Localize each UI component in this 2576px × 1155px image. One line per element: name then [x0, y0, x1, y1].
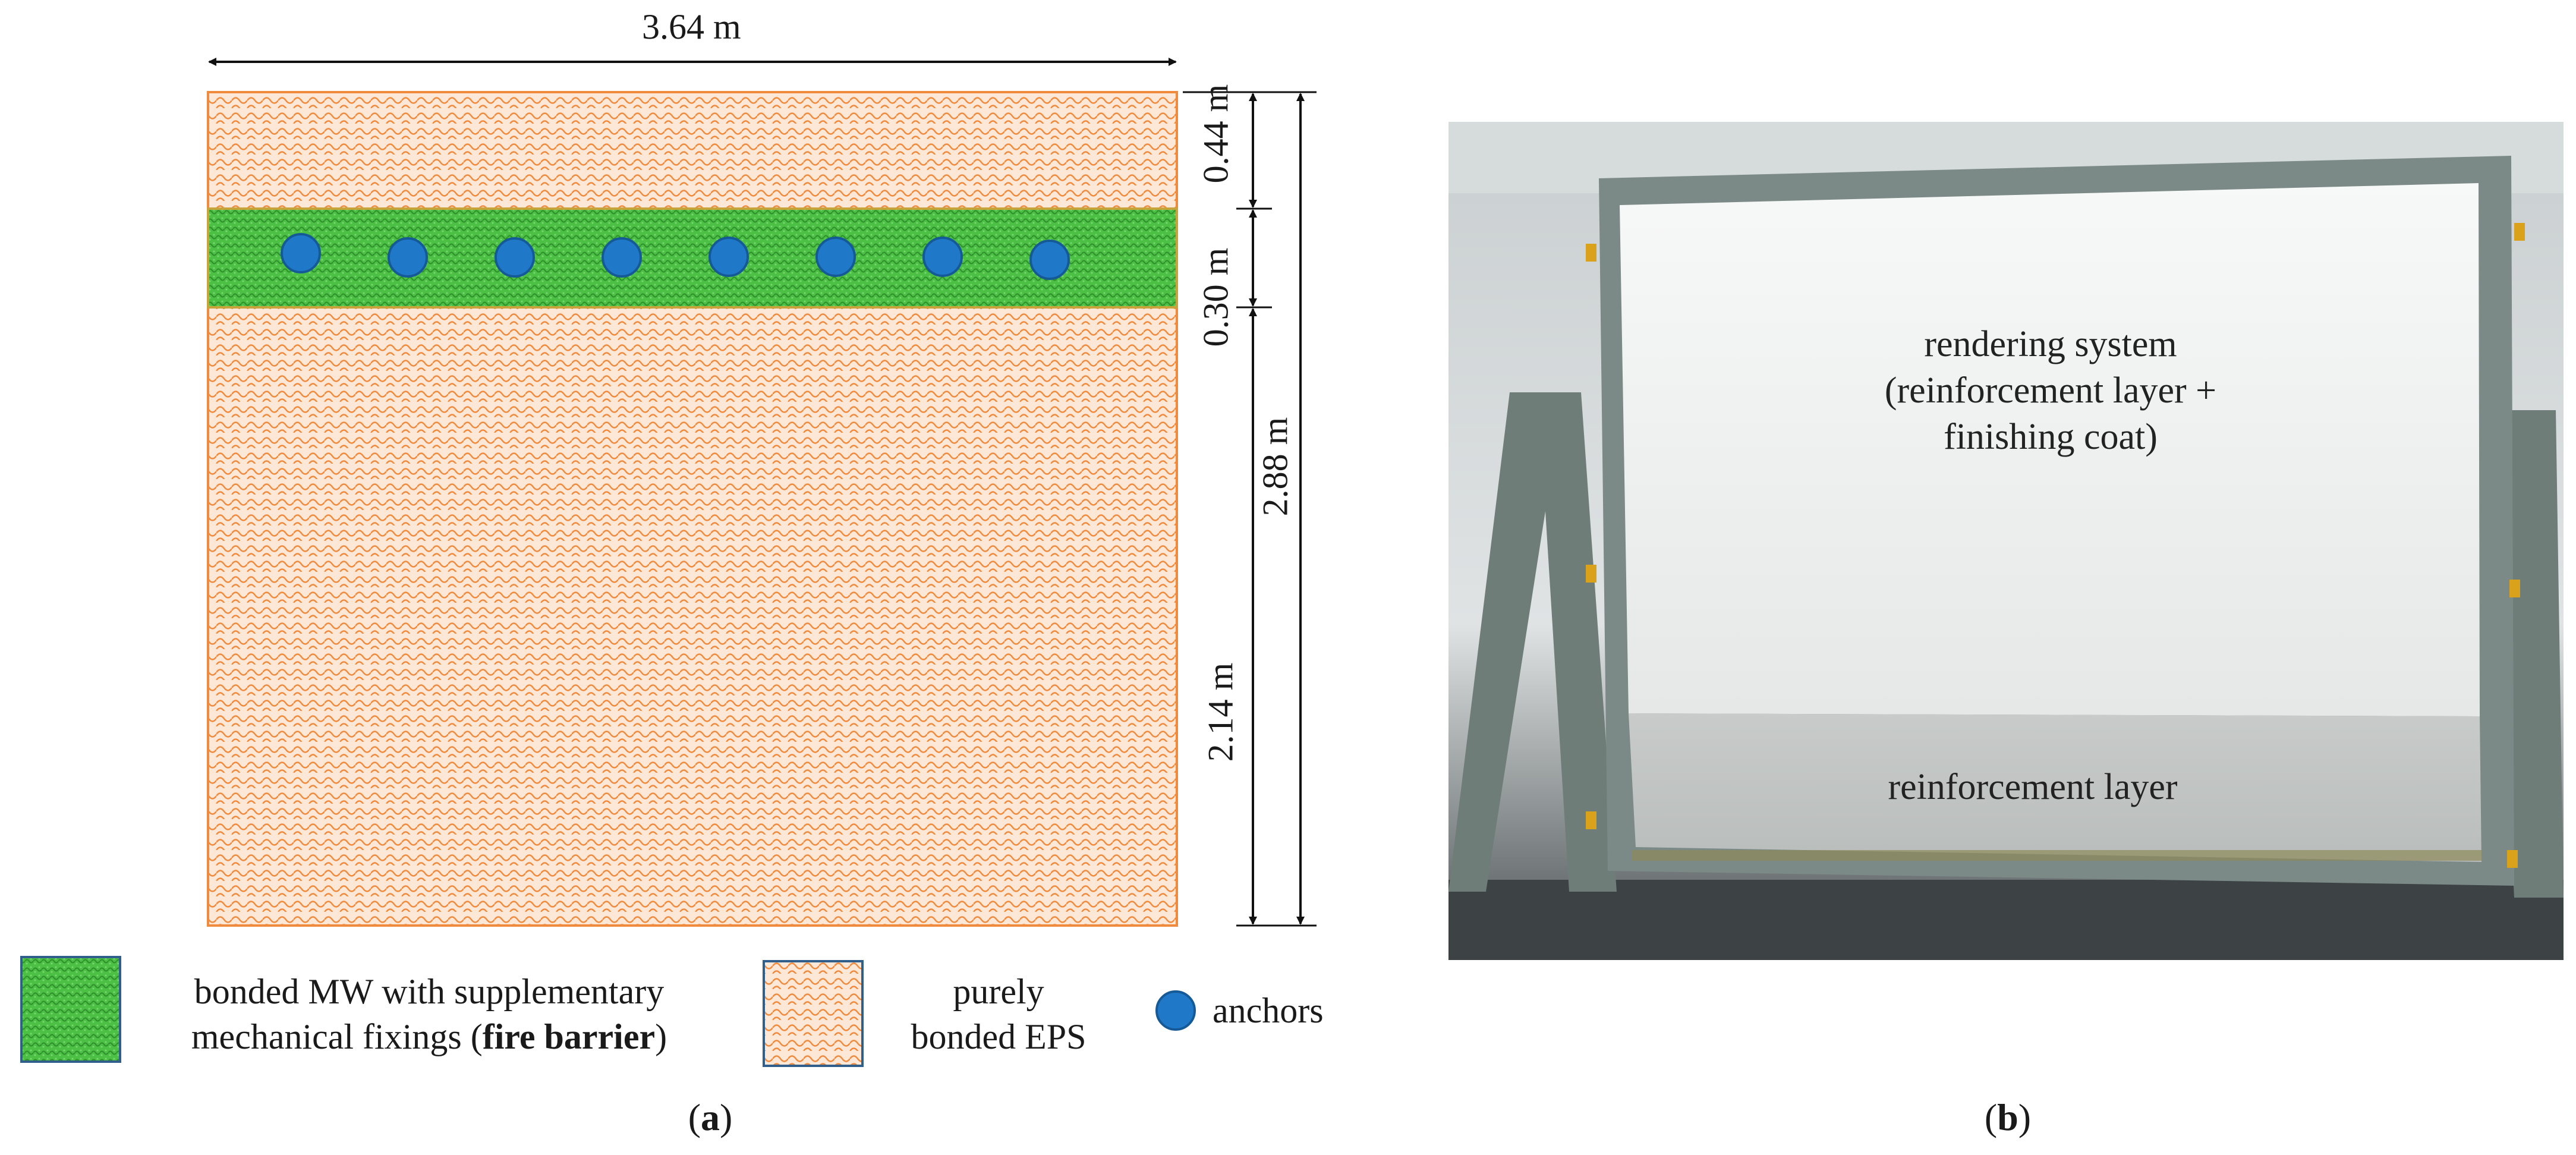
legend-eps-line2: bonded EPS: [911, 1017, 1087, 1056]
frame-clamp: [2507, 850, 2518, 868]
legend-mw-label: bonded MW with supplementary mechanical …: [138, 969, 720, 1059]
above-barrier-height-label: 2.88 m: [1255, 417, 1295, 517]
anchors-row: [281, 233, 1070, 280]
legend-anchors-label: anchors: [1213, 991, 1324, 1030]
frame-clamp: [1586, 244, 1596, 262]
legend-mw-line1: bonded MW with supplementary: [194, 972, 665, 1011]
anchor: [388, 237, 428, 278]
dimension-lines: [208, 58, 1317, 927]
legend-mw-swatch: [20, 956, 121, 1063]
anchor: [922, 237, 963, 277]
caption-a-close: ): [720, 1096, 733, 1138]
legend-eps-line1: purely: [953, 972, 1044, 1011]
legend-mw-prefix: mechanical fixings (: [191, 1017, 483, 1056]
caption-b: (b): [1985, 1096, 2031, 1140]
wall-elevation-drawing: [207, 91, 1178, 927]
legend-eps-label: purely bonded EPS: [880, 969, 1117, 1059]
frame-clamp: [1586, 811, 1596, 829]
rendering-system-label: rendering system (reinforcement layer + …: [1885, 321, 2216, 460]
caption-a-letter: a: [701, 1096, 720, 1138]
legend-anchor-symbol: [1155, 990, 1196, 1031]
eps-top-band: [207, 91, 1178, 210]
caption-b-close: ): [2018, 1096, 2032, 1138]
legend-mw-suffix: ): [655, 1017, 667, 1056]
legend-eps-swatch: [763, 960, 864, 1067]
frame-clamp: [1586, 565, 1596, 583]
fire-barrier-band: [207, 207, 1178, 309]
top-band-height-label: 0.44 m: [1196, 84, 1236, 184]
rendered-wall-surface: [1620, 183, 2480, 716]
lower-panel-height-label: 2.14 m: [1201, 662, 1240, 762]
photo-floor: [1448, 880, 2564, 960]
caption-b-open: (: [1984, 1096, 1998, 1138]
frame-clamp: [2509, 580, 2520, 597]
eps-lower-panel: [207, 306, 1178, 927]
anchor: [1029, 240, 1070, 280]
width-label: 3.64 m: [642, 7, 741, 46]
left-support-frame: [1448, 392, 1617, 892]
anchor: [708, 237, 749, 277]
frame-clamp: [2514, 223, 2525, 241]
reinforcement-layer-surface: [1629, 713, 2481, 862]
legend-mw-emphasis: fire barrier: [482, 1017, 656, 1056]
test-rig-photo: [1448, 122, 2564, 960]
legend-mw-line2: mechanical fixings (fire barrier): [138, 1014, 720, 1059]
anchor: [495, 237, 535, 278]
caption-b-letter: b: [1997, 1096, 2018, 1138]
caption-a: (a): [688, 1096, 733, 1140]
legend: [20, 956, 1196, 1067]
anchor: [815, 237, 856, 277]
rendering-line2: (reinforcement layer +: [1884, 370, 2217, 411]
base-channel: [1632, 850, 2481, 861]
reinforcement-layer-label: reinforcement layer: [1888, 767, 2178, 807]
rendering-line1: rendering system: [1924, 324, 2177, 364]
rendering-line3: finishing coat): [1944, 417, 2158, 457]
caption-a-open: (: [688, 1096, 701, 1138]
anchor: [602, 237, 642, 278]
fire-barrier-height-label: 0.30 m: [1196, 247, 1236, 347]
anchor: [281, 233, 321, 273]
